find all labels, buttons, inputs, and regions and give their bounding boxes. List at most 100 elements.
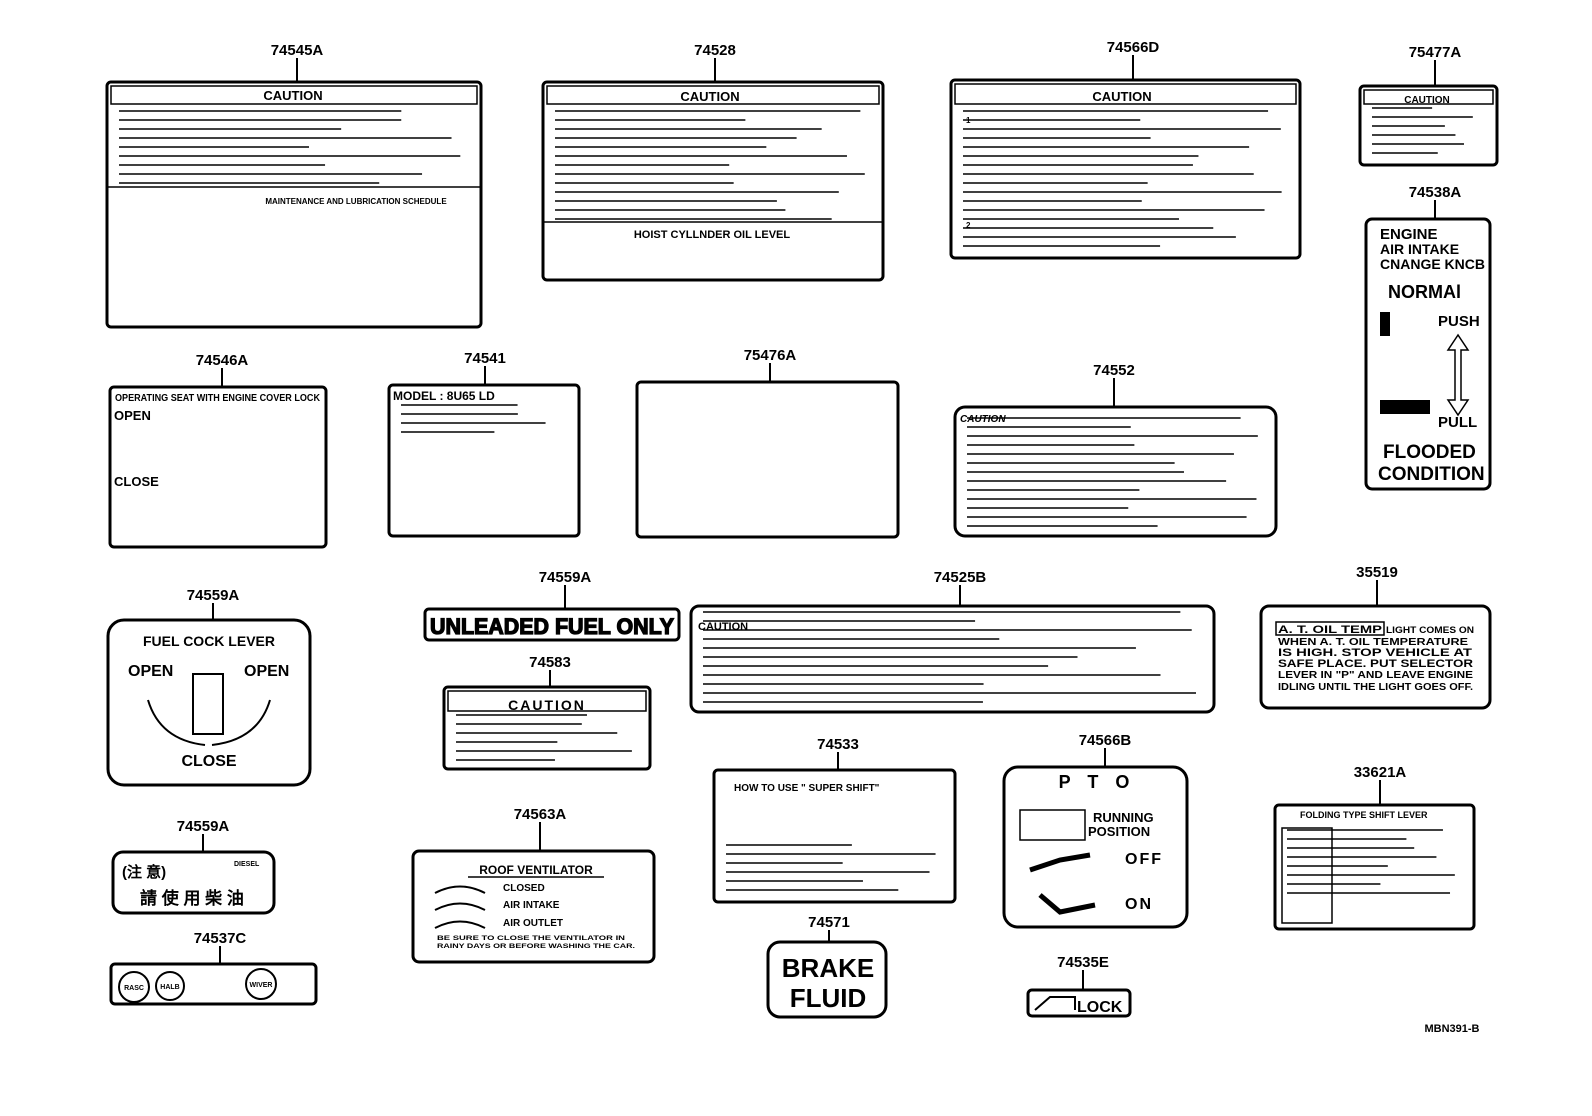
caption: CAUTION (1092, 89, 1151, 104)
arrow-icon (147, 699, 271, 746)
open-left-label: OPEN (128, 663, 173, 680)
highlight-text: A. T. OIL TEMP (1278, 624, 1382, 636)
part-number: 74528 (694, 42, 736, 59)
label-74545A (105, 80, 483, 329)
unleaded-text: UNLEADED FUEL ONLY (430, 614, 674, 639)
part-number: 74541 (464, 350, 506, 367)
part-number: 74563A (514, 806, 567, 823)
schedule-title: MAINTENANCE AND LUBRICATION SCHEDULE (265, 197, 447, 206)
part-number: 74533 (817, 736, 859, 753)
part-number: 74537C (194, 930, 247, 947)
button-label: WIVER (250, 982, 273, 989)
lever-icon (1029, 852, 1096, 915)
part-number: 74566D (1107, 39, 1160, 56)
switch-button (118, 971, 150, 1003)
text-line: SAFE PLACE. PUT SELECTOR (1278, 658, 1473, 670)
lock-label: LOCK (1077, 999, 1123, 1016)
push-label: PUSH (1438, 313, 1480, 330)
label-line: FLOODED (1383, 442, 1476, 463)
truck-icon (1019, 809, 1086, 841)
double-arrow-icon (1446, 333, 1470, 417)
part-number: 35519 (1356, 564, 1398, 581)
label-line: ENGINE (1380, 226, 1438, 243)
title: OPERATING SEAT WITH ENGINE COVER LOCK (115, 393, 321, 404)
figure-code: MBN391-B (1424, 1023, 1479, 1035)
caption: CAUTION (680, 89, 739, 104)
title: ROOF VENTILATOR (479, 863, 593, 877)
text-line: IDLING UNTIL THE LIGHT GOES OFF. (1278, 682, 1473, 693)
switch-button (245, 968, 277, 1000)
title: HOW TO USE " SUPER SHIFT" (734, 783, 880, 794)
on-label: ON (1125, 896, 1153, 913)
caption: CAUTION (698, 621, 748, 633)
arrow-icon (1034, 996, 1076, 1011)
subtitle: HOIST CYLLNDER OIL LEVEL (634, 229, 791, 241)
part-number: 74566B (1079, 732, 1132, 749)
note: BE SURE TO CLOSE THE VENTILATOR IN (437, 935, 625, 942)
part-number: 74545A (271, 42, 324, 59)
knob-icon (1380, 312, 1390, 336)
part-number: 74571 (808, 914, 850, 931)
label-35519 (1259, 604, 1492, 710)
label-74571 (766, 940, 888, 1019)
part-number: 74552 (1093, 362, 1135, 379)
vent-icon (434, 885, 486, 929)
caption: CAUTION (1404, 95, 1450, 106)
label-75476A (635, 380, 900, 539)
label-line: AIR INTAKE (1380, 241, 1459, 257)
item-number: 2 (966, 221, 971, 230)
close-label: CLOSE (114, 474, 159, 489)
label-74566B (1002, 765, 1189, 929)
label-74583 (442, 685, 652, 771)
button-label: HALB (160, 984, 179, 991)
button-label: RASC (124, 985, 144, 992)
caption: CAUTION (263, 88, 322, 103)
pull-label: PULL (1438, 414, 1477, 431)
switch-button (155, 971, 185, 1001)
caption-band (1363, 89, 1494, 105)
label-74525B (689, 604, 1216, 714)
title: FUEL COCK LEVER (143, 633, 275, 649)
label-line: 請 使 用 柴 油 (140, 888, 244, 908)
caption-band (954, 83, 1297, 105)
outlet-label: AIR OUTLET (503, 918, 563, 929)
label-74541 (387, 383, 581, 538)
label-74559A (106, 618, 312, 787)
note: RAINY DAYS OR BEFORE WASHING THE CAR. (437, 943, 635, 950)
caption-band (447, 690, 647, 712)
part-number: 75477A (1409, 44, 1462, 61)
label-74563A (411, 849, 656, 964)
text-line: LIGHT COMES ON (1386, 625, 1474, 635)
part-number: 74559A (177, 818, 230, 835)
part-number: 74583 (529, 654, 571, 671)
part-number: 33621A (1354, 764, 1407, 781)
open-label: OPEN (114, 408, 151, 423)
model-label: MODEL : 8U65 LD (393, 389, 495, 403)
caption-band (110, 85, 478, 105)
pto-title: P T O (1059, 772, 1136, 792)
diesel-label: DIESEL (234, 861, 260, 868)
closed-label: CLOSED (503, 883, 545, 894)
label-line: CONDITION (1378, 464, 1485, 485)
caption: CAUTION (960, 414, 1006, 425)
label-74537C (109, 962, 318, 1006)
text-line: WHEN A. T. OIL TEMPERATURE (1278, 637, 1468, 648)
shift-lever-illustration (1281, 827, 1333, 924)
text-line: LEVER IN "P" AND LEAVE ENGINE (1278, 670, 1473, 681)
label-line: CNANGE KNCB (1380, 256, 1485, 272)
title: FOLDING TYPE SHIFT LEVER (1300, 810, 1428, 820)
caption: CAUTION (508, 697, 586, 713)
intake-label: AIR INTAKE (503, 900, 560, 911)
label-33621A (1273, 803, 1476, 931)
knob-pulled-icon (1380, 400, 1430, 414)
label-74528 (541, 80, 885, 282)
label-74559A (423, 607, 681, 642)
label-74566D (949, 78, 1302, 260)
label-line: FLUID (790, 983, 867, 1013)
position-label: POSITION (1088, 824, 1150, 839)
label-74559A (111, 850, 276, 915)
label-line: (注 意) (122, 863, 166, 881)
part-number: 74538A (1409, 184, 1462, 201)
running-label: RUNNING (1093, 810, 1154, 825)
